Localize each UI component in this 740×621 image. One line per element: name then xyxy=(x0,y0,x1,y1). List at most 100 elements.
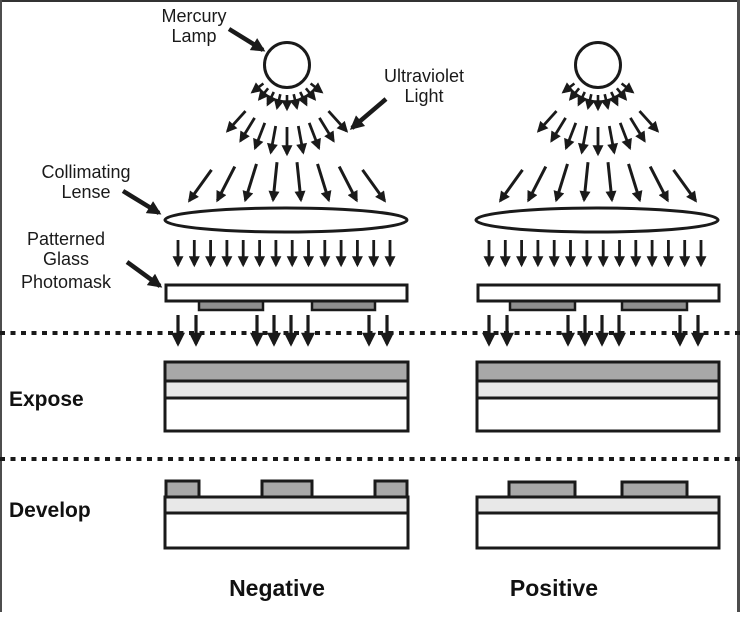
uv-ray-arrow xyxy=(188,169,213,203)
mercury-lamp-label-line2: Lamp xyxy=(171,26,216,46)
expose-stack-negative xyxy=(163,360,410,433)
expose-stack-positive xyxy=(475,360,721,433)
uv-ray-arrow xyxy=(294,162,306,203)
uv-ray-arrow xyxy=(499,169,524,203)
uv-ray-arrow xyxy=(536,110,558,133)
film-layer-positive xyxy=(475,379,721,400)
uv-ray-arrow xyxy=(648,165,669,203)
uv-ray-arrow xyxy=(289,93,301,111)
develop-stage-label: Develop xyxy=(9,499,91,522)
uv-ray-arrow xyxy=(561,82,576,94)
uv-ray-arrow xyxy=(577,91,588,107)
uv-ray-arrow xyxy=(564,122,578,151)
resist-feature-negative-1 xyxy=(164,479,201,499)
resist-feature-positive-1 xyxy=(507,480,577,499)
mercury-lamp-circle-left xyxy=(263,41,311,89)
uv-ray-arrow xyxy=(600,93,612,111)
substrate-developed-positive xyxy=(475,511,721,550)
resist-layer-positive xyxy=(475,360,721,383)
photomask-right xyxy=(476,283,721,312)
uv-ray-arrow xyxy=(672,169,697,203)
uv-ray-arrow xyxy=(605,162,617,203)
film-layer-negative xyxy=(163,379,410,400)
collimating-lense-label-line2: Lense xyxy=(61,182,110,202)
substrate-developed-negative xyxy=(163,511,410,550)
mercury-lamp-pointer-arrow xyxy=(227,27,266,52)
photomask-annotation: Patterned Glass Photomask xyxy=(21,229,163,292)
uv-ray-arrow xyxy=(268,162,280,203)
uv-ray-arrow xyxy=(638,110,660,133)
uv-rays-right xyxy=(482,82,707,347)
mercury-lamp-annotation: Mercury Lamp xyxy=(161,6,266,52)
uv-ray-arrow xyxy=(618,122,632,151)
ultraviolet-light-label-line2: Light xyxy=(404,86,443,106)
film-layer-developed-positive xyxy=(475,495,721,515)
uv-ray-arrow xyxy=(266,91,277,107)
substrate-layer-positive xyxy=(475,396,721,433)
negative-process-label: Negative xyxy=(229,575,325,601)
uv-ray-arrow xyxy=(608,91,619,107)
uv-ray-arrow xyxy=(620,82,635,94)
uv-ray-arrow xyxy=(273,93,285,111)
uv-ray-arrow xyxy=(553,163,569,203)
uv-ray-arrow xyxy=(297,91,308,107)
uv-ray-arrow xyxy=(577,125,589,155)
mercury-lamp-label-line1: Mercury xyxy=(161,6,226,26)
photomask-glass-left xyxy=(164,283,409,303)
uv-ray-arrow xyxy=(242,163,258,203)
uv-ray-arrow xyxy=(550,117,567,143)
uv-ray-arrow xyxy=(307,122,321,151)
film-layer-developed-negative xyxy=(163,495,410,515)
uv-ray-arrow xyxy=(239,117,256,143)
uv-ray-arrow xyxy=(296,125,308,155)
uv-ray-arrow xyxy=(316,163,332,203)
photomask-left xyxy=(164,283,409,312)
uv-ray-arrow xyxy=(250,82,265,94)
photomask-label-line1: Patterned xyxy=(27,229,105,249)
uv-ray-arrow xyxy=(318,117,335,143)
photomask-label-line2: Glass xyxy=(43,249,89,269)
collimating-lense-pointer-arrow xyxy=(121,189,162,215)
frame-border-left xyxy=(0,0,2,612)
uv-ray-arrow xyxy=(568,87,581,101)
uv-ray-arrow xyxy=(337,165,358,203)
uv-ray-arrow xyxy=(627,163,643,203)
uv-ray-arrow xyxy=(629,117,646,143)
uv-ray-arrow xyxy=(584,93,596,111)
uv-ray-arrow xyxy=(309,82,324,94)
photomask-pointer-arrow xyxy=(125,260,163,288)
uv-ray-arrow xyxy=(257,87,270,101)
uv-ray-arrow xyxy=(253,122,267,151)
develop-stack-negative xyxy=(163,479,410,550)
ultraviolet-light-label-line1: Ultraviolet xyxy=(384,66,464,86)
resist-feature-positive-2 xyxy=(620,480,689,499)
uv-ray-arrow xyxy=(266,125,278,155)
resist-feature-negative-3 xyxy=(373,479,409,499)
collimating-lense-annotation: Collimating Lense xyxy=(41,162,162,215)
collimating-lens-left xyxy=(163,206,409,234)
uv-ray-arrow xyxy=(216,165,237,203)
mercury-lamp-circle-right xyxy=(574,41,622,89)
uv-ray-arrow xyxy=(361,169,386,203)
uv-ray-arrow xyxy=(304,87,317,101)
positive-process-label: Positive xyxy=(510,575,598,601)
resist-layer-negative xyxy=(163,360,410,383)
develop-stack-positive xyxy=(475,480,721,550)
resist-feature-negative-2 xyxy=(260,479,314,499)
frame-border-top xyxy=(0,0,740,2)
uv-ray-arrow xyxy=(327,110,349,133)
expose-stage-label: Expose xyxy=(9,388,84,411)
uv-ray-arrow xyxy=(527,165,548,203)
uv-ray-arrow xyxy=(607,125,619,155)
collimating-lens-right xyxy=(474,206,720,234)
substrate-layer-negative xyxy=(163,396,410,433)
uv-ray-arrow xyxy=(225,110,247,133)
uv-ray-arrow xyxy=(615,87,628,101)
ultraviolet-light-annotation: Ultraviolet Light xyxy=(349,66,464,130)
photomask-glass-right xyxy=(476,283,721,303)
uv-rays-left xyxy=(171,82,396,347)
uv-ray-arrow xyxy=(579,162,591,203)
photomask-label-line3: Photomask xyxy=(21,272,112,292)
